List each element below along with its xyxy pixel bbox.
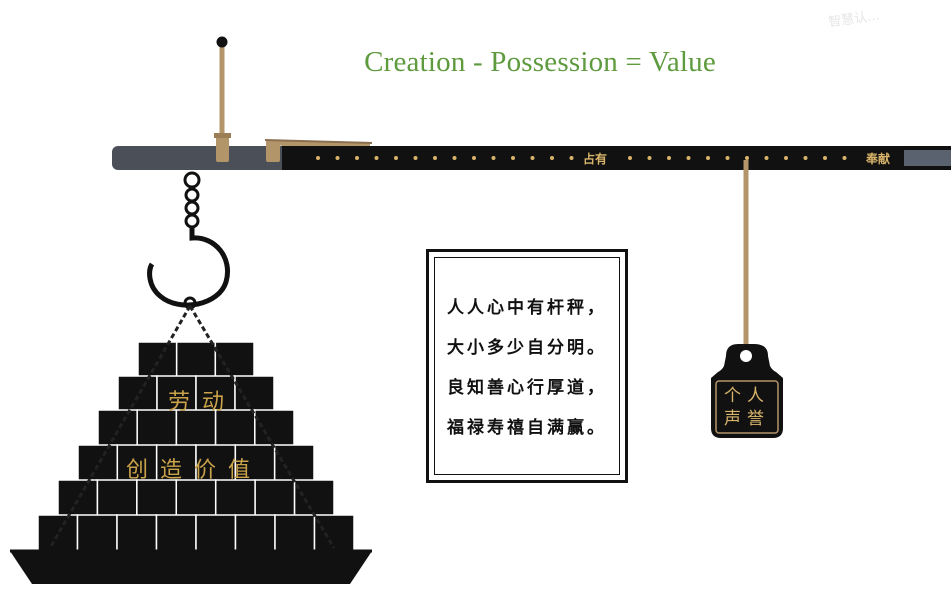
- stone-block: [96, 479, 138, 517]
- poem-frame: 人人心中有杆秤， 大小多少自分明。 良知善心行厚道， 福禄寿禧自满赢。: [434, 257, 620, 475]
- stone-block: [234, 514, 276, 552]
- beam-scale-dot: [530, 156, 535, 160]
- stone-block: [155, 514, 197, 552]
- beam-scale-dot: [647, 156, 652, 160]
- beam-scale-dot: [550, 156, 554, 160]
- stone-block: [313, 514, 355, 552]
- beam-scale-dot: [823, 156, 827, 160]
- stone-block: [136, 479, 178, 517]
- poem-line-2: 大小多少自分明。: [447, 338, 607, 358]
- scale-beam: [112, 146, 951, 170]
- stone-block: [214, 479, 256, 517]
- stone-block: [214, 341, 255, 379]
- stone-block: [97, 409, 138, 447]
- stone-block: [175, 341, 217, 379]
- stone-block: [156, 375, 197, 413]
- stone-block: [234, 375, 275, 413]
- beam-scale-dot: [842, 156, 847, 160]
- beam-scale-dot: [706, 156, 710, 160]
- pyramid-chains: [48, 305, 336, 549]
- stone-block: [137, 341, 178, 379]
- pyramid-label-create-value: 创造价值: [126, 458, 263, 483]
- beam-scale-dot: [433, 156, 437, 160]
- beam-scale-dot: [628, 156, 632, 160]
- pyramid-label-labor: 劳动: [168, 390, 237, 415]
- formula-title: Creation - Possession = Value: [364, 46, 716, 78]
- beam-scale-dot: [355, 156, 359, 160]
- stone-block: [117, 375, 158, 413]
- stone-block: [254, 409, 295, 447]
- beam-fittings: [214, 133, 373, 162]
- beam-scale-dot: [569, 156, 574, 160]
- stone-block: [214, 409, 256, 447]
- stone-block: [76, 514, 118, 552]
- stone-block: [155, 444, 197, 482]
- poem-line-3: 良知善心行厚道，: [447, 378, 607, 398]
- beam-scale-dot: [686, 156, 691, 160]
- counterweight: [711, 344, 783, 438]
- poem-line-4: 福禄寿禧自满赢。: [447, 418, 607, 438]
- weight-label-line2: 声誉: [724, 409, 770, 429]
- beam-mark-dedication: 奉献: [866, 152, 891, 166]
- stone-block: [293, 479, 335, 517]
- stone-block: [195, 444, 237, 482]
- poem-box: 人人心中有杆秤， 大小多少自分明。 良知善心行厚道， 福禄寿禧自满赢。: [426, 249, 628, 483]
- stone-block: [37, 514, 79, 552]
- beam-scale-dot: [725, 156, 730, 160]
- stone-block: [195, 514, 237, 552]
- stone-block: [57, 479, 99, 517]
- stone-block: [175, 479, 217, 517]
- beam-scale-dot: [452, 156, 457, 160]
- stone-block: [116, 514, 158, 552]
- stone-block: [273, 444, 315, 482]
- beam-scale-dot: [803, 156, 808, 160]
- beam-mark-possession: 占有: [583, 152, 608, 166]
- beam-scale-dot: [511, 156, 515, 160]
- beam-scale-dot: [667, 156, 671, 160]
- beam-scale-dot: [745, 156, 749, 160]
- beam-scale-dot: [472, 156, 476, 160]
- weight-label-line1: 个人: [724, 386, 770, 406]
- beam-scale-dot: [335, 156, 340, 160]
- beam-scale-dot: [491, 156, 496, 160]
- beam-scale-dot: [413, 156, 418, 160]
- poem-line-1: 人人心中有杆秤，: [447, 298, 607, 318]
- stone-pyramid: [10, 341, 372, 584]
- lifting-cord: [216, 36, 228, 146]
- chain-hook: [147, 171, 230, 310]
- beam-scale-dot: [764, 156, 769, 160]
- stone-block: [77, 444, 119, 482]
- beam-scale-dot: [316, 156, 320, 160]
- beam-scale-dot: [784, 156, 788, 160]
- beam-scale-dot: [374, 156, 379, 160]
- stone-block: [274, 514, 316, 552]
- stone-block: [254, 479, 296, 517]
- beam-scale-dot: [394, 156, 398, 160]
